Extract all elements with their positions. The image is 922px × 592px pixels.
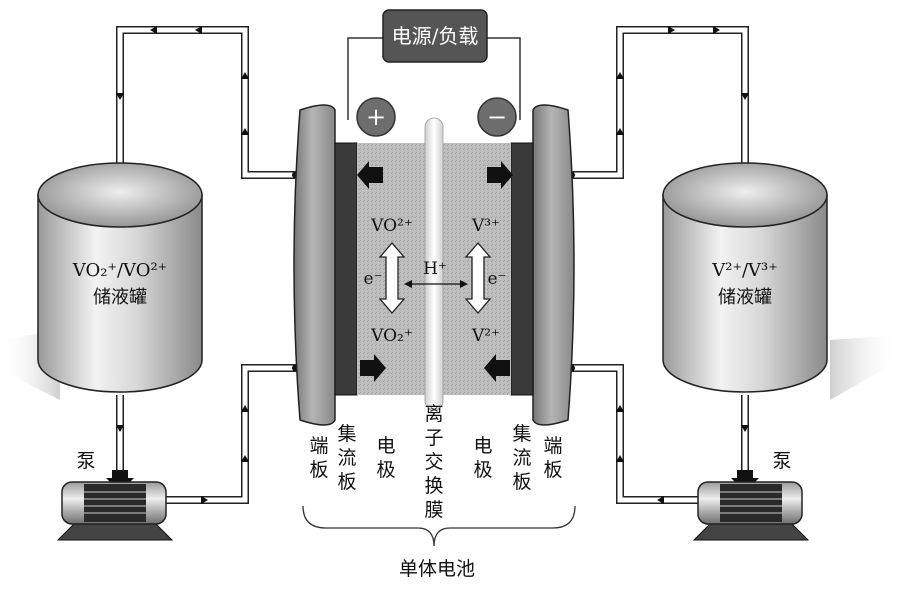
negative-terminal: − (477, 97, 517, 137)
flow-arrow-icon (713, 26, 720, 34)
flow-arrow-icon (241, 455, 249, 462)
part-labels: 端 板 集 流 板 电 极 离 子 交 换 膜 电 极 集 流 板 端 板 (309, 403, 562, 521)
positive-sign: + (366, 103, 386, 131)
tank-right-chem: V²⁺/V³⁺ (711, 260, 778, 281)
membrane-label-3: 交 (424, 451, 443, 473)
membrane-label-1: 离 (424, 403, 443, 425)
electrode-left-label-1: 电 (376, 435, 395, 457)
end-plate-left-label-1: 端 (309, 435, 328, 457)
collector-right-label-1: 集 (512, 423, 531, 445)
pump-left-label: 泵 (76, 450, 95, 472)
pump-right: 泵 (692, 450, 810, 541)
end-plate-right (532, 104, 575, 426)
inflow-arrow-icon (487, 161, 513, 189)
pump-inlet-arrow-icon (106, 470, 134, 492)
collector-right-label-3: 板 (512, 471, 531, 493)
flow-arrow-icon (241, 405, 249, 412)
inflow-arrow-icon (484, 354, 510, 382)
double-arrow-icon (464, 242, 492, 314)
reaction-arrows (378, 242, 492, 314)
flow-arrow-icon (201, 496, 208, 504)
end-plate-left (293, 104, 336, 426)
electrode-right-label-2: 极 (473, 459, 492, 481)
tank-left-name: 储液罐 (93, 287, 147, 308)
ion-exchange-membrane (424, 117, 444, 411)
flow-arrow-icon (241, 128, 249, 135)
membrane-label-2: 子 (424, 427, 443, 449)
power-source: 电源/负载 (382, 9, 488, 63)
collector-right-label-2: 流 (512, 447, 531, 469)
left-bottom-ion: VO₂⁺ (370, 326, 413, 346)
flow-arrow-icon (195, 26, 202, 34)
end-plate-right-label-2: 板 (543, 459, 562, 481)
collector-right (510, 142, 534, 396)
collector-left (334, 142, 358, 396)
pump-left: 泵 (56, 450, 174, 541)
tank-right: V²⁺/V³⁺ 储液罐 (662, 162, 828, 393)
inflow-arrow-icon (360, 354, 386, 382)
flow-arrow-icon (616, 455, 624, 462)
collector-left-label-3: 板 (337, 471, 356, 493)
negative-sign: − (487, 103, 507, 131)
tank-right-name: 储液罐 (718, 287, 772, 308)
flow-arrow-icon (241, 72, 249, 79)
tank-left: VO₂⁺/VO²⁺ 储液罐 (37, 162, 203, 393)
left-top-ion: VO²⁺ (370, 216, 413, 236)
electron-left: e⁻ (363, 269, 382, 289)
electrode-right-label-1: 电 (473, 435, 492, 457)
double-arrow-icon (378, 242, 406, 314)
cell-label: 单体电池 (399, 558, 475, 580)
power-label: 电源/负载 (392, 24, 479, 48)
flow-arrow-icon (116, 425, 124, 432)
flow-arrow-icon (741, 93, 749, 100)
flow-arrows (116, 26, 749, 504)
pump-inlet-arrow-icon (731, 470, 759, 492)
positive-terminal: + (356, 97, 396, 137)
flow-arrow-icon (668, 26, 675, 34)
flow-arrow-icon (150, 26, 157, 34)
electron-right: e⁻ (487, 269, 506, 289)
proton-arrow (404, 280, 468, 288)
membrane-label-4: 换 (424, 475, 443, 497)
membrane-label-5: 膜 (424, 499, 443, 521)
inflow-arrow-icon (357, 161, 383, 189)
right-top-ion: V³⁺ (471, 216, 500, 236)
flow-arrow-icon (616, 128, 624, 135)
flow-arrow-icon (657, 496, 664, 504)
flow-arrow-icon (616, 72, 624, 79)
electrode-left-label-2: 极 (376, 459, 395, 481)
right-floor-shadow (830, 335, 900, 400)
end-plate-left-label-2: 板 (309, 459, 328, 481)
pump-right-label: 泵 (772, 450, 791, 472)
right-bottom-ion: V²⁺ (471, 326, 500, 346)
collector-left-label-2: 流 (337, 447, 356, 469)
proton-label: H⁺ (423, 259, 447, 279)
flow-arrow-icon (616, 405, 624, 412)
cell-brace (302, 505, 576, 547)
flow-arrow-icon (741, 425, 749, 432)
collector-left-label-1: 集 (337, 423, 356, 445)
flow-arrow-icon (116, 93, 124, 100)
end-plate-right-label-1: 端 (543, 435, 562, 457)
power-wires (347, 37, 521, 120)
tank-left-chem: VO₂⁺/VO²⁺ (72, 260, 167, 281)
